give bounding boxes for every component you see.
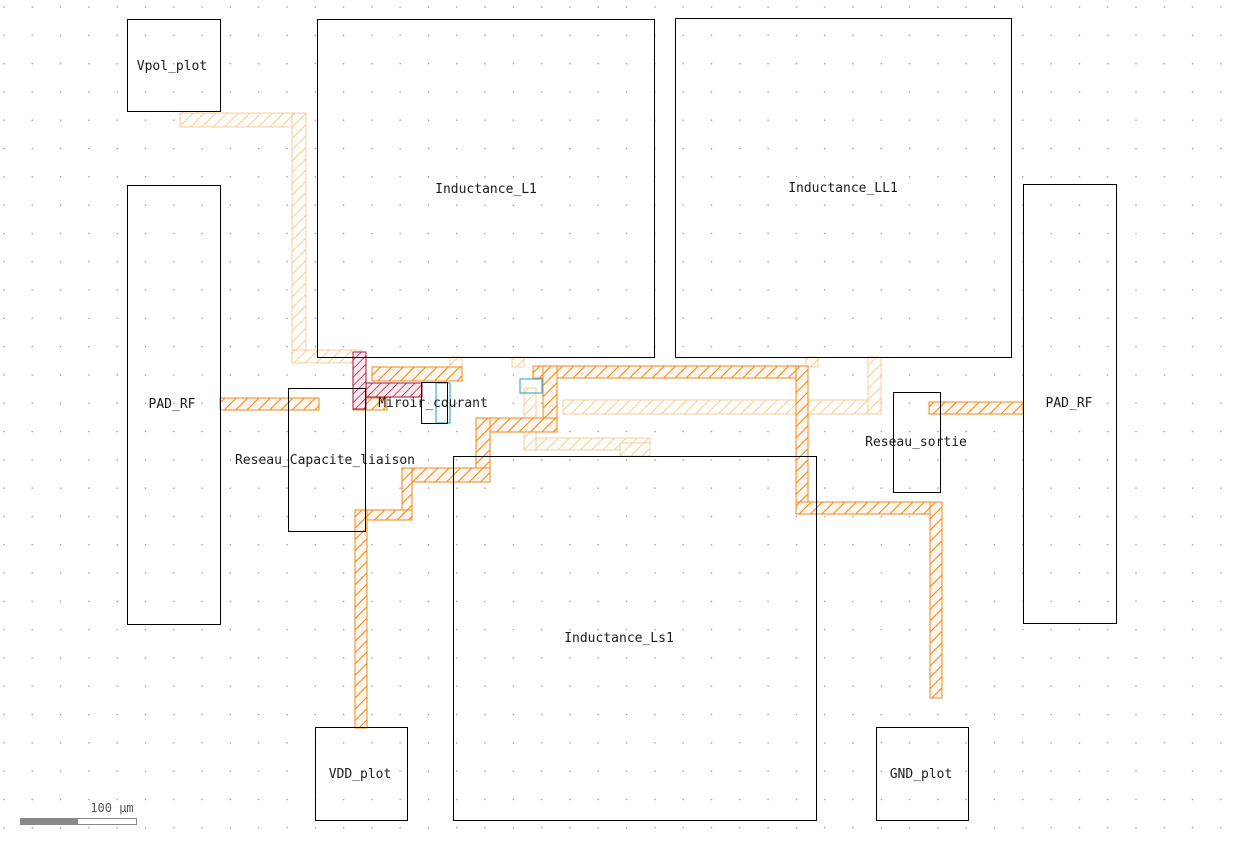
pin-l1-a bbox=[449, 356, 463, 368]
pin-ls1 bbox=[619, 442, 651, 457]
poly-and-contacts bbox=[352, 351, 543, 424]
poly-gate-horizontal bbox=[365, 382, 423, 398]
cell-vpol-plot[interactable]: Vpol_plot bbox=[127, 19, 221, 112]
route-step-2 bbox=[401, 467, 491, 483]
label-inductance-ll1: Inductance_LL1 bbox=[788, 181, 898, 196]
route-miroir-top bbox=[371, 366, 463, 382]
label-reseau-capacite-liaison: Reseau_Capacite_liaison bbox=[235, 453, 415, 468]
route-light-sortie bbox=[562, 399, 882, 415]
cell-vdd-plot[interactable]: VDD_plot bbox=[315, 727, 408, 821]
route-pad-rf-right bbox=[928, 401, 1024, 415]
route-gnd-horizontal bbox=[795, 501, 943, 515]
route-gnd bbox=[929, 501, 943, 699]
cell-gnd-plot[interactable]: GND_plot bbox=[876, 727, 969, 821]
label-reseau-sortie: Reseau_sortie bbox=[865, 435, 967, 450]
scale-bar-filled bbox=[20, 818, 78, 824]
route-light-sortie-vertical bbox=[867, 356, 882, 415]
via-ls1 bbox=[519, 378, 543, 394]
route-light-vpol-horizontal bbox=[179, 112, 307, 128]
route-right-vertical bbox=[795, 365, 809, 515]
label-inductance-l1: Inductance_L1 bbox=[435, 182, 537, 197]
scale-bar: 100 µm bbox=[20, 801, 137, 825]
cell-inductance-ll1[interactable]: Inductance_LL1 bbox=[675, 18, 1012, 358]
route-light-vpol-vertical bbox=[291, 112, 307, 364]
cell-pad-rf-left[interactable]: PAD_RF bbox=[127, 185, 221, 625]
cell-reseau-capacite-liaison[interactable]: Reseau_Capacite_liaison bbox=[235, 388, 415, 532]
cell-reseau-sortie[interactable]: Reseau_sortie bbox=[865, 392, 967, 493]
route-pad-rf-left bbox=[219, 397, 320, 411]
cell-inductance-l1[interactable]: Inductance_L1 bbox=[317, 19, 655, 358]
label-vdd-plot: VDD_plot bbox=[329, 767, 392, 782]
route-top-horizontal bbox=[532, 365, 809, 379]
label-miroir-courant: Miroir_courant bbox=[378, 396, 488, 411]
cell-inductance-ls1[interactable]: Inductance_Ls1 bbox=[453, 456, 817, 821]
route-light-vpol-to-miroir bbox=[291, 349, 363, 364]
label-pad-rf-left: PAD_RF bbox=[149, 397, 196, 412]
cell-miroir-courant[interactable]: Miroir_courant bbox=[378, 382, 488, 424]
pin-l1-b bbox=[511, 356, 525, 368]
route-vdd bbox=[354, 509, 368, 729]
scale-bar-label: 100 µm bbox=[90, 801, 133, 815]
orange-metal-routes bbox=[219, 365, 1024, 729]
scale-bar-outline bbox=[20, 818, 137, 825]
label-gnd-plot: GND_plot bbox=[890, 767, 953, 782]
cell-pad-rf-right[interactable]: PAD_RF bbox=[1023, 184, 1117, 624]
label-pad-rf-right: PAD_RF bbox=[1046, 396, 1093, 411]
label-vpol-plot: Vpol_plot bbox=[137, 59, 207, 74]
label-inductance-ls1: Inductance_Ls1 bbox=[564, 631, 674, 646]
poly-gate-vertical bbox=[352, 351, 367, 410]
